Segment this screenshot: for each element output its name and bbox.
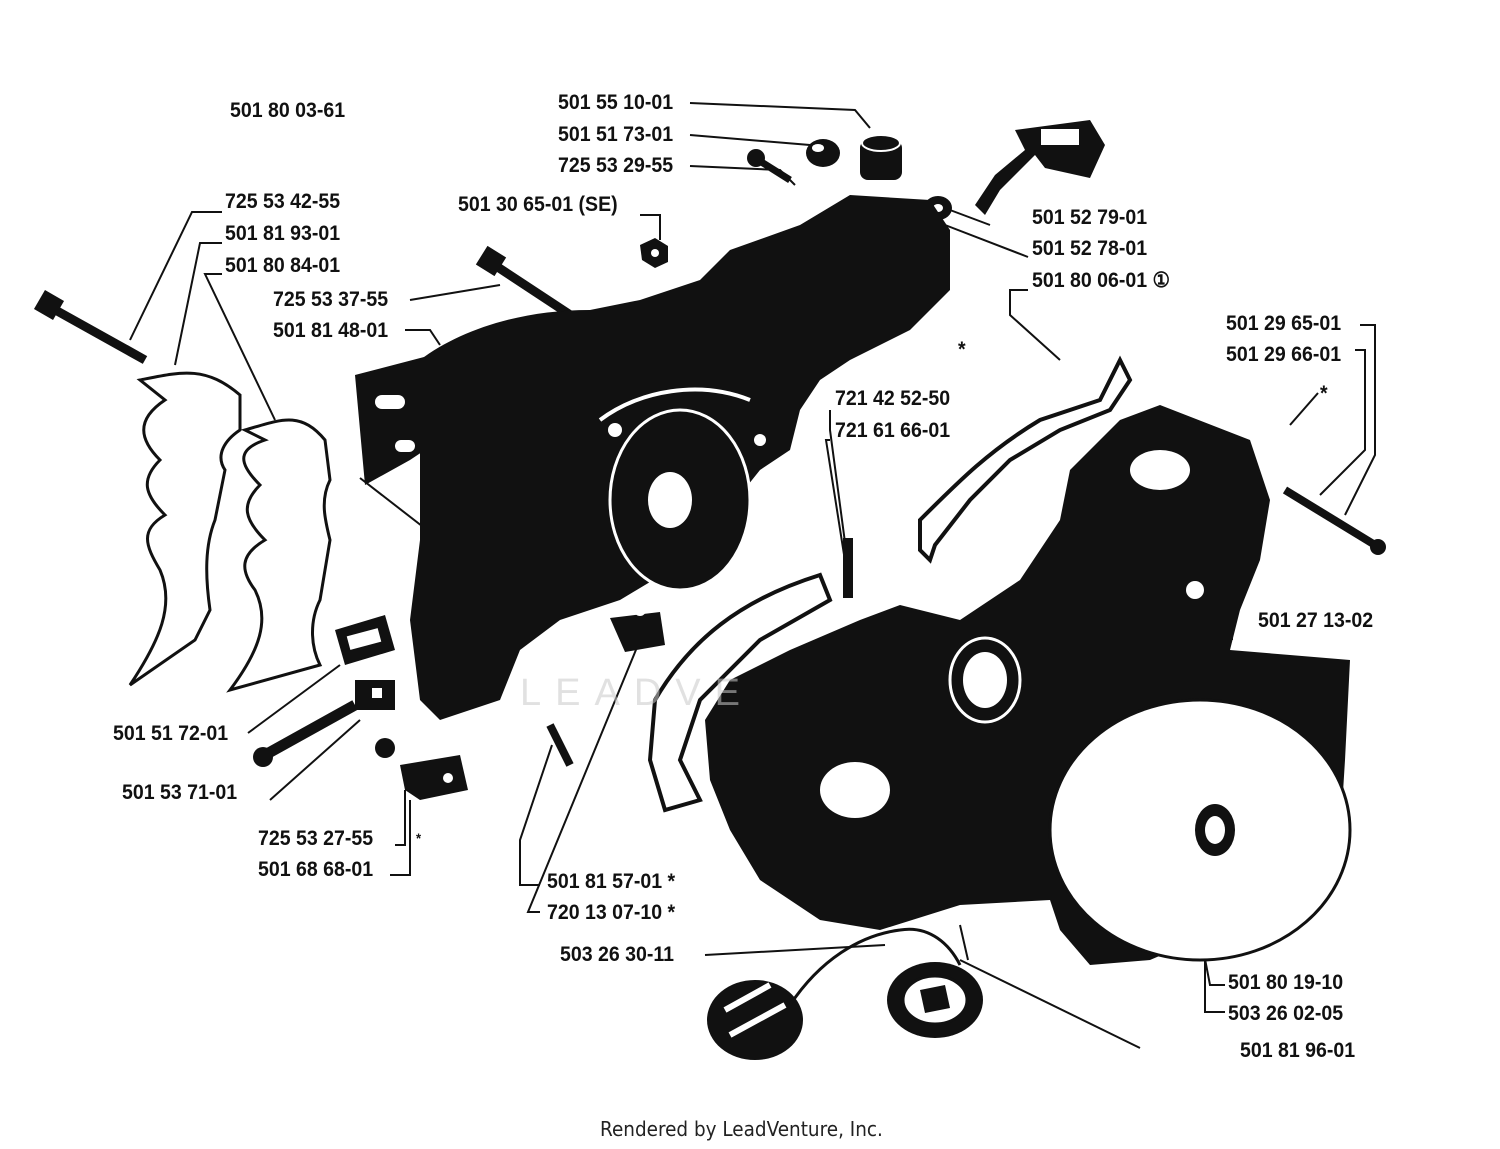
watermark: LEADVE <box>520 672 754 714</box>
leader-line <box>689 134 811 146</box>
pin-720-13-07-10 <box>546 723 574 767</box>
leader-line <box>640 214 661 240</box>
nut-725-53-27-55 <box>355 680 395 710</box>
leader-line <box>526 639 641 913</box>
part-label[interactable]: 501 81 93-01 <box>225 222 341 245</box>
part-label[interactable]: 501 80 19-10 <box>1228 971 1344 994</box>
clip-501-68-68-01 <box>375 738 468 800</box>
buffer-501-51-72-01 <box>335 615 395 665</box>
fuel-cap-501-81-96-01 <box>707 927 983 1060</box>
leader-line <box>519 744 553 886</box>
leader-line <box>1009 289 1061 361</box>
leader-line <box>203 273 276 421</box>
part-label[interactable]: 501 81 96-01 <box>1240 1039 1356 1062</box>
leader-line <box>129 211 222 341</box>
leader-line <box>959 924 969 961</box>
part-label[interactable]: 501 80 06-01 ① <box>1032 269 1171 292</box>
asterisk-mark: * <box>1320 382 1328 405</box>
nut-501-30-65-01 <box>640 238 668 268</box>
bumper-spike-501-81-93-01 <box>128 371 242 687</box>
leader-line <box>824 439 849 581</box>
part-label[interactable]: 501 51 72-01 <box>113 722 229 745</box>
plug-501-55-10-01 <box>860 134 902 180</box>
part-label[interactable]: 501 80 84-01 <box>225 254 341 277</box>
part-label[interactable]: 501 52 78-01 <box>1032 237 1148 260</box>
asterisk-mark: * <box>416 830 422 846</box>
footer-credit: Rendered by LeadVenture, Inc. <box>600 1117 883 1141</box>
part-label[interactable]: 725 53 29-55 <box>558 154 674 177</box>
bolt-725-53-37-55 <box>475 245 581 324</box>
leader-line <box>174 242 222 366</box>
part-label[interactable]: 501 29 65-01 <box>1226 312 1342 335</box>
asterisk-mark: * <box>958 338 966 361</box>
part-label[interactable]: 721 61 66-01 <box>835 419 951 442</box>
part-label[interactable]: 501 55 10-01 <box>558 91 674 114</box>
part-label[interactable]: 501 81 57-01 * <box>547 870 676 893</box>
leader-line <box>944 224 1029 258</box>
leader-line <box>1319 349 1366 496</box>
leader-line <box>704 944 886 956</box>
part-label[interactable]: 725 53 42-55 <box>225 190 341 213</box>
leader-line <box>390 800 411 876</box>
part-label[interactable]: 501 53 71-01 <box>122 781 238 804</box>
pad-501-81-57-01 <box>610 612 665 652</box>
bumper-spike-501-80-84-01 <box>226 418 332 693</box>
gasket-501-80-06-01 <box>647 355 1133 813</box>
crankcase-left <box>410 195 950 720</box>
leader-line <box>1344 324 1376 516</box>
leader-line <box>949 209 991 226</box>
leader-line <box>395 790 406 846</box>
assembly-number: 501 80 03-61 <box>230 99 346 122</box>
leader-line <box>247 664 341 734</box>
part-label[interactable]: 501 52 79-01 <box>1032 206 1148 229</box>
part-label[interactable]: 501 30 65-01 (SE) <box>458 193 618 216</box>
part-label[interactable]: 501 29 66-01 <box>1226 343 1342 366</box>
part-label[interactable]: 721 42 52-50 <box>835 387 951 410</box>
bolt-725-53-42-55 <box>33 289 148 364</box>
part-label[interactable]: 725 53 37-55 <box>273 288 389 311</box>
screw-725-53-29-55 <box>747 149 792 183</box>
part-label[interactable]: 503 26 30-11 <box>560 943 675 966</box>
plug-501-51-73-01 <box>806 139 840 167</box>
leader-line <box>1289 392 1319 426</box>
leader-line <box>689 102 871 129</box>
leader-line <box>409 284 501 301</box>
leader-line <box>269 719 361 801</box>
part-label[interactable]: 503 26 02-05 <box>1228 1002 1344 1025</box>
leader-line <box>405 329 441 346</box>
part-label[interactable]: 501 51 73-01 <box>558 123 674 146</box>
crankcase-right <box>705 405 1352 965</box>
part-label[interactable]: 501 68 68-01 <box>258 858 374 881</box>
part-label[interactable]: 501 27 13-02 <box>1258 609 1374 632</box>
leader-line <box>829 410 849 566</box>
leader-line <box>959 959 1141 1049</box>
bracket-501-52-79-01 <box>975 120 1105 215</box>
screw-501-29-65-01 <box>1282 486 1386 555</box>
part-label[interactable]: 725 53 27-55 <box>258 827 374 850</box>
part-label[interactable]: 720 13 07-10 * <box>547 901 676 924</box>
pin-721-42-52-50 <box>843 538 853 598</box>
bolt-501-53-71-01 <box>253 700 358 767</box>
part-label[interactable]: 501 81 48-01 <box>273 319 389 342</box>
